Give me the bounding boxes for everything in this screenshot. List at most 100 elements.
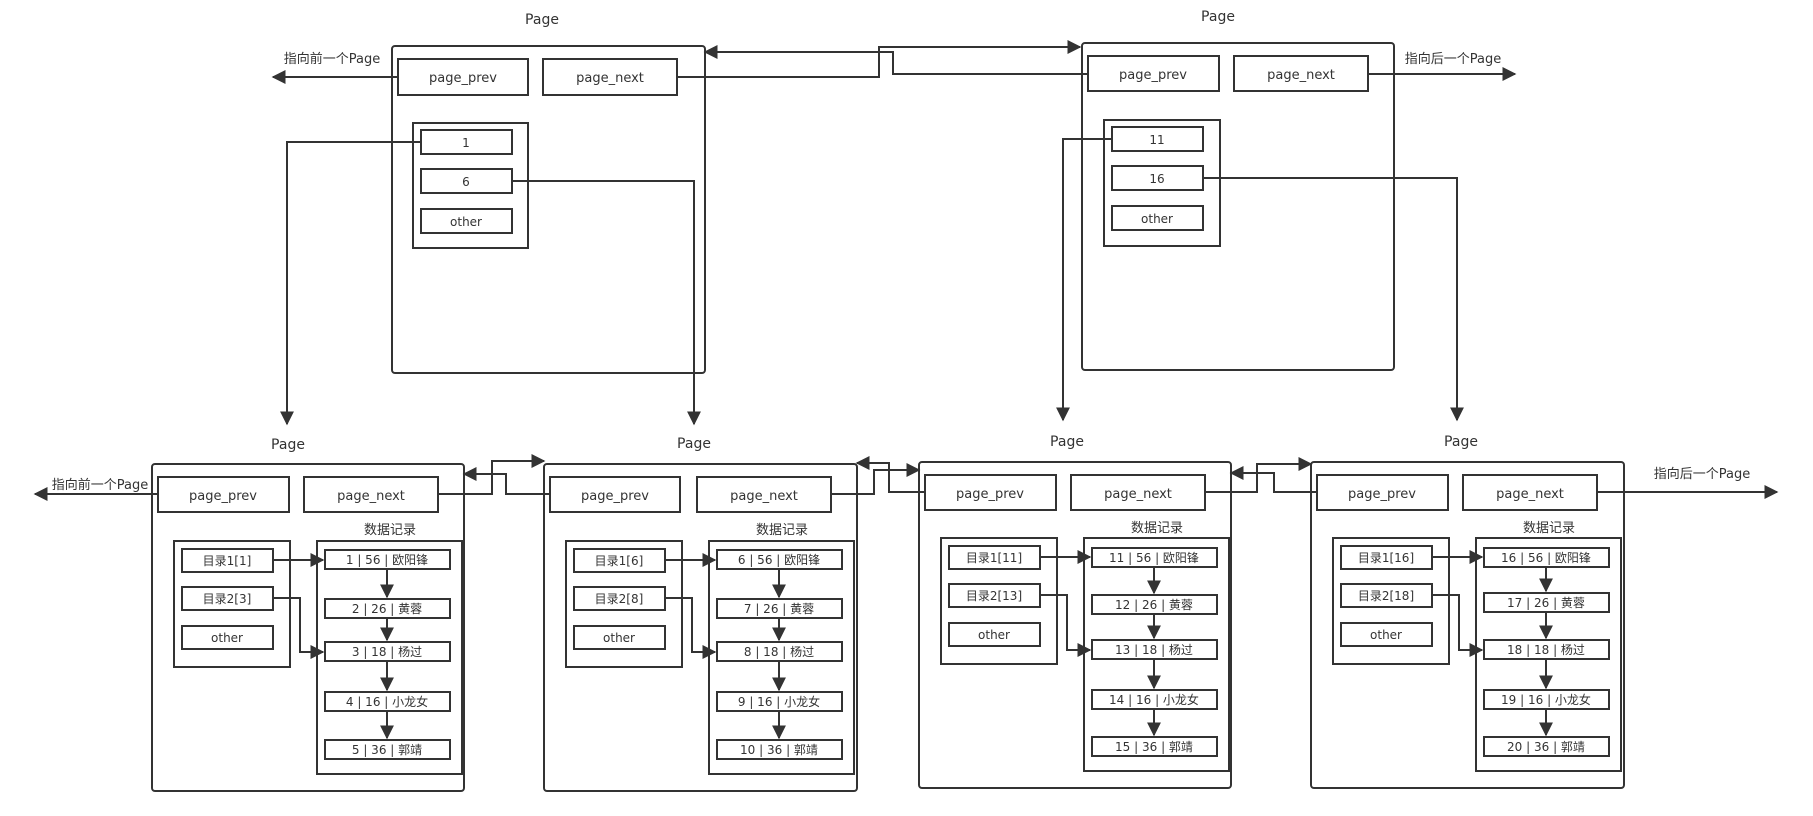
page-title: Page [1050,434,1084,450]
leaf-page-4: Page page_prev page_next 目录1[16] 目录2[18]… [1310,434,1625,789]
key-label: 1 [462,136,470,150]
prev-link-arrow [462,467,550,495]
page-prev-box [924,474,1057,511]
record-label: 8 | 18 | 杨过 [744,644,814,659]
page-next-label: page_next [576,71,644,86]
top-page-2: Page page_prev page_next 11 16 other [1081,9,1395,371]
records-title: 数据记录 [1523,521,1575,536]
key-label: other [450,215,482,229]
page-prev-label: page_prev [581,489,649,504]
directory-label: 目录1[6] [595,554,644,568]
key-box [420,129,513,155]
record-label: 7 | 26 | 黄蓉 [744,602,814,616]
page-next-label: page_next [730,489,798,504]
directory-entry [1340,622,1433,647]
records-title: 数据记录 [756,523,808,538]
page-prev-label: page_prev [956,487,1024,502]
page-next-box [1070,474,1206,511]
directory-label: 目录2[8] [595,592,644,606]
page-next-label: page_next [1496,487,1564,502]
prev-page-pointer-label: 指向前一个Page [284,51,380,67]
leaf-page-1: Page page_prev page_next 目录1[1] 目录2[3] o… [151,437,465,792]
page-prev-box [549,476,681,513]
key-label: other [1141,212,1173,226]
record-label: 5 | 36 | 郭靖 [352,743,422,757]
leaf-page-3: Page page_prev page_next 目录1[11] 目录2[13]… [918,434,1232,789]
directory-label: other [978,628,1010,642]
top-page-1: Page page_prev page_next 1 6 other [391,12,706,374]
directory-pointer-arrow [1040,594,1092,657]
prev-page-pointer-label: 指向前一个Page [52,477,148,493]
record-label: 16 | 56 | 欧阳锋 [1501,551,1591,565]
record-box [1483,736,1610,757]
directory-label: other [1370,628,1402,642]
directory-label: 目录2[13] [966,589,1022,603]
key-label: 11 [1149,133,1164,147]
key-box [420,208,513,234]
next-link-arrow [1205,457,1313,493]
prev-link-arrow [855,456,925,493]
record-label: 2 | 26 | 黄蓉 [352,602,422,616]
page-title: Page [1444,434,1478,450]
record-box [324,739,451,760]
next-page-pointer-label: 指向后一个Page [1405,51,1501,67]
records-title: 数据记录 [364,523,416,538]
record-label: 15 | 36 | 郭靖 [1115,740,1193,754]
directory-entry [181,625,274,650]
prev-link-arrow [703,45,1088,75]
record-label: 14 | 16 | 小龙女 [1109,692,1199,707]
record-label: 3 | 18 | 杨过 [352,644,422,659]
leaf-page-2: Page page_prev page_next 目录1[6] 目录2[8] o… [543,436,858,792]
page-prev-label: page_prev [1348,487,1416,502]
directory-label: 目录1[1] [203,554,252,568]
page-title: Page [271,437,305,453]
record-label: 17 | 26 | 黄蓉 [1507,596,1585,610]
record-box [716,739,843,760]
next-page-pointer-label: 指向后一个Page [1654,466,1750,482]
directory-pointer-arrow [273,597,325,659]
record-label: 13 | 18 | 杨过 [1115,642,1193,657]
next-link-arrow [677,40,1082,78]
records-title: 数据记录 [1131,521,1183,536]
directory-pointer-arrow [665,597,717,659]
record-label: 1 | 56 | 欧阳锋 [346,553,428,567]
key-box [1111,205,1204,231]
page-prev-label: page_prev [189,489,257,504]
key-label: 16 [1149,172,1164,186]
page-prev-box [1087,55,1220,92]
directory-entry [573,625,666,650]
page-prev-box [1316,474,1449,511]
page-next-box [1233,55,1369,92]
key-box [1111,165,1204,191]
directory-label: 目录1[11] [966,551,1022,565]
directory-label: 目录2[18] [1358,589,1414,603]
directory-label: other [603,631,635,645]
page-prev-box [397,58,529,96]
key-box [420,168,513,194]
next-link-arrow [831,463,921,495]
child-pointer-arrow [1203,177,1464,422]
record-box [1091,736,1218,757]
key-box [1111,126,1204,152]
page-next-label: page_next [1104,487,1172,502]
record-label: 12 | 26 | 黄蓉 [1115,598,1193,612]
directory-label: 目录2[3] [203,592,252,606]
directory-pointer-arrow [1432,594,1484,657]
record-label: 9 | 16 | 小龙女 [738,694,820,709]
page-title: Page [1201,9,1235,25]
page-prev-label: page_prev [1119,68,1187,83]
record-label: 20 | 36 | 郭靖 [1507,740,1585,754]
record-label: 18 | 18 | 杨过 [1507,642,1585,657]
page-next-box [542,58,678,96]
directory-label: other [211,631,243,645]
page-title: Page [677,436,711,452]
directory-label: 目录1[16] [1358,551,1414,565]
record-label: 6 | 56 | 欧阳锋 [738,553,820,567]
record-label: 11 | 56 | 欧阳锋 [1109,551,1199,565]
record-label: 4 | 16 | 小龙女 [346,694,428,709]
directory-entry [948,622,1041,647]
child-pointer-arrow [512,180,701,426]
child-pointer-arrow [280,141,421,426]
page-next-label: page_next [337,489,405,504]
